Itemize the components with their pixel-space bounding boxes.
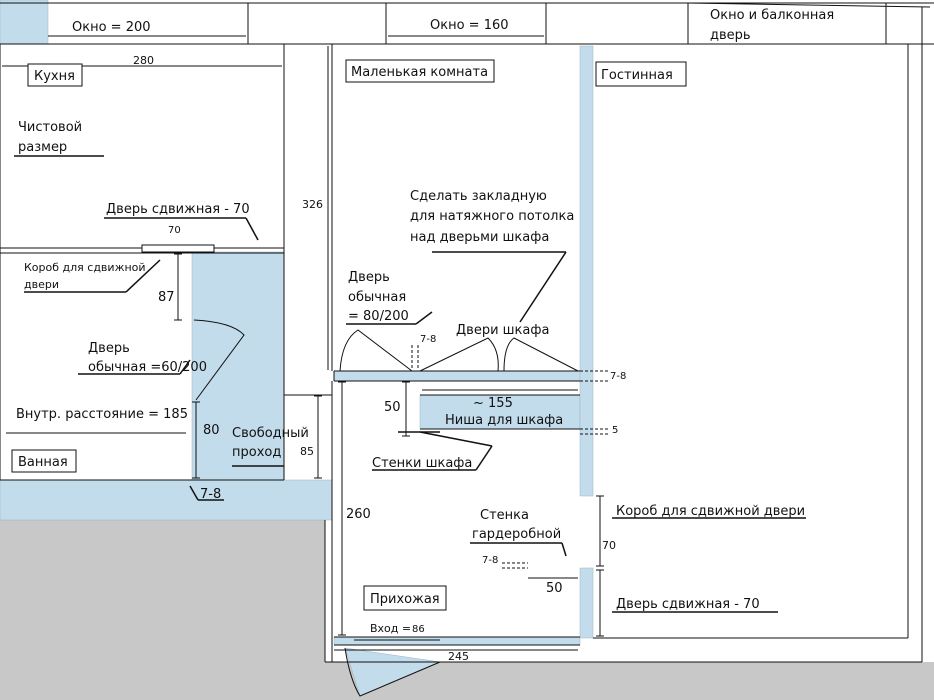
- dim-7-8-top: 7-8: [420, 334, 436, 345]
- bath-door-label-2: обычная =60/200: [88, 360, 207, 375]
- free-pass-label-1: Свободный: [232, 426, 309, 441]
- bathroom-kitchen-wall: [191, 251, 285, 481]
- wardrobe-door-right-swing: [503, 337, 579, 372]
- kitchen-label-box: [27, 63, 83, 87]
- niche-label: Ниша для шкафа: [445, 413, 563, 428]
- wardrobe-door-left-swing: [419, 337, 499, 372]
- sliding-box-label-2: двери: [24, 278, 59, 291]
- dressing-wall-label-2: гардеробной: [472, 527, 561, 542]
- entrance-label: Вход =: [370, 622, 411, 635]
- inner-distance-label: Внутр. расстояние = 185: [16, 407, 188, 422]
- pointers: [14, 155, 806, 613]
- hallway-bottom-wall: [333, 636, 581, 646]
- hallway-label-box: [363, 585, 447, 611]
- hallway-label: Прихожая: [370, 592, 440, 607]
- dim-7-8-wardrobe: 7-8: [482, 555, 498, 566]
- living-sliding-door-label: Дверь сдвижная - 70: [616, 597, 760, 612]
- bath-door-label-1: Дверь: [88, 341, 130, 356]
- ceiling-note-1: Сделать закладную: [410, 189, 547, 204]
- clean-size-label-1: Чистовой: [18, 120, 82, 135]
- outside-area-bottom: [325, 662, 934, 700]
- dim-50-wardrobe: 50: [546, 581, 563, 596]
- dim-87: 87: [158, 290, 175, 305]
- niche-fill: [419, 394, 581, 430]
- small-room-door-label-1: Дверь: [348, 270, 390, 285]
- door-swings: [193, 319, 579, 697]
- wardrobe-walls-label: Стенки шкафа: [372, 456, 472, 471]
- living-room-label: Гостинная: [601, 68, 673, 83]
- bathroom-label: Ванная: [18, 455, 68, 470]
- bathroom-label-box: [11, 449, 77, 473]
- dim-door-70: 70: [168, 225, 181, 236]
- small-room-door-label-2: обычная: [348, 290, 406, 305]
- outside-area: [0, 520, 325, 700]
- kitchen-label: Кухня: [34, 69, 75, 84]
- walls: [0, 0, 594, 697]
- living-room-label-box: [595, 61, 687, 87]
- dim-85: 85: [300, 445, 314, 458]
- balcony-window-label-2: дверь: [710, 28, 751, 43]
- clean-size-label-2: размер: [18, 140, 67, 155]
- dim-7-8-bath: 7-8: [200, 487, 221, 502]
- free-pass-label-2: проход: [232, 445, 281, 460]
- small-room-window-label: Окно = 160: [430, 18, 509, 33]
- ceiling-note-2: для натяжного потолка: [410, 209, 574, 224]
- dim-kitchen-width: 280: [133, 54, 154, 67]
- kitchen-sliding-door-label: Дверь сдвижная - 70: [106, 202, 250, 217]
- dimension-lines: [2, 46, 601, 651]
- dim-50-niche: 50: [384, 400, 401, 415]
- bottom-wall-left: [0, 479, 333, 521]
- ticks: [174, 253, 604, 637]
- wardrobe-doors-label: Двери шкафа: [456, 323, 549, 338]
- small-room-label: Маленькая комната: [351, 65, 488, 80]
- kitchen-window-label: Окно = 200: [72, 20, 151, 35]
- small-room-bottom-wall: [333, 370, 582, 382]
- dim-5: 5: [612, 425, 618, 436]
- dim-260: 260: [346, 507, 371, 522]
- dim-245: 245: [448, 650, 469, 663]
- small-room-door-swing: [339, 329, 413, 372]
- ceiling-note-3: над дверьми шкафа: [410, 230, 549, 245]
- dressing-wall-label-1: Стенка: [480, 508, 529, 523]
- dashed-guides: [411, 345, 610, 569]
- balcony-window-label-1: Окно и балконная: [710, 8, 834, 23]
- small-room-door-label-3: = 80/200: [348, 309, 409, 324]
- sliding-box-label-1: Короб для сдвижной: [24, 261, 146, 274]
- entrance-width-label: 86: [412, 624, 425, 635]
- bath-door-swing: [193, 319, 245, 401]
- kitchen-sliding-door: [141, 244, 215, 253]
- entrance-door-swing: [344, 647, 441, 697]
- living-sliding-box-label: Короб для сдвижной двери: [616, 504, 805, 519]
- dim-70-right: 70: [602, 539, 616, 552]
- living-divider-wall-low: [579, 567, 594, 639]
- dim-7-8-right: 7-8: [610, 371, 626, 382]
- dim-326: 326: [302, 198, 323, 211]
- dim-155: ~ 155: [473, 396, 513, 411]
- top-left-corner-wall: [0, 0, 49, 45]
- living-divider-wall: [579, 45, 594, 497]
- dim-80: 80: [203, 423, 220, 438]
- small-room-label-box: [345, 59, 495, 83]
